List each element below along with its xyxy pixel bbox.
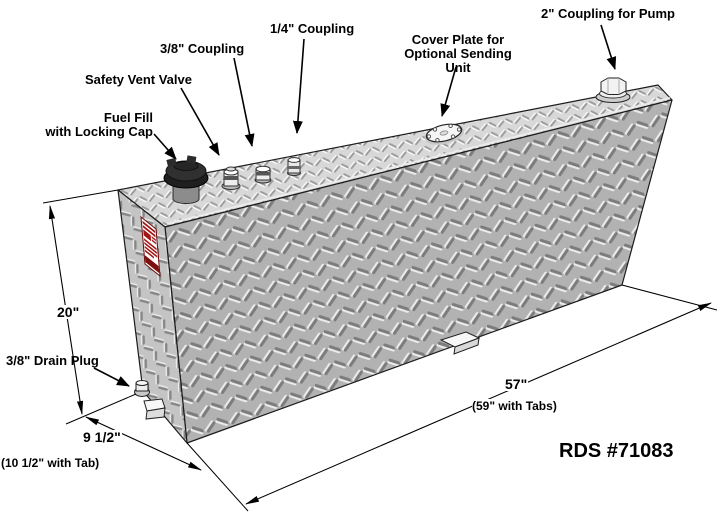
top-edge-highlight — [166, 97, 671, 225]
leader-coupling-3-8 — [233, 57, 255, 147]
callout-label-coupling-2: 2" Coupling for Pump — [541, 6, 675, 21]
dimension-label-length-with-tabs: (59" with Tabs) — [472, 399, 557, 413]
fuel-fill-cap — [163, 155, 209, 204]
safety-vent-valve — [221, 166, 241, 190]
warning-label — [141, 217, 160, 276]
callout-label-coupling-3-8: 3/8" Coupling — [160, 41, 245, 56]
dim-line-depth-9-5 — [85, 416, 202, 471]
dimension-label-length: 57" — [504, 376, 529, 392]
leader-safety-vent — [180, 87, 220, 156]
leader-coupling-2 — [600, 24, 617, 70]
dimension-label-height: 20" — [56, 304, 81, 320]
callout-leaders — [93, 24, 617, 387]
cover-plate — [424, 123, 464, 145]
coupling-1-4 — [287, 157, 301, 176]
leader-coupling-1-4 — [292, 38, 305, 134]
leader-fuel-fill — [153, 133, 177, 160]
dimension-label-depth: 9 1/2" — [82, 429, 122, 445]
callout-label-drain-plug: 3/8" Drain Plug — [6, 353, 99, 368]
warning-label-bottom-bar — [144, 255, 160, 274]
coupling-3-8 — [254, 165, 272, 184]
leader-drain-plug — [93, 367, 130, 387]
callout-label-safety-vent-valve: Safety Vent Valve — [85, 72, 192, 87]
tank-body — [117, 84, 673, 444]
mounting-tab-left — [143, 398, 166, 420]
warning-label-stripes — [142, 220, 158, 259]
callout-label-fuel-fill: Fuel Fill with Locking Cap — [45, 110, 153, 139]
callout-label-cover-plate: Cover Plate for Optional Sending Unit — [404, 32, 512, 75]
leader-cover-plate — [440, 66, 457, 117]
dimension-label-depth-with-tab: (10 1/2" with Tab) — [1, 456, 100, 470]
drain-plug — [134, 380, 150, 397]
product-code: RDS #71083 — [559, 440, 674, 462]
callout-label-coupling-1-4: 1/4" Coupling — [270, 21, 355, 36]
coupling-2-pump — [595, 77, 631, 103]
